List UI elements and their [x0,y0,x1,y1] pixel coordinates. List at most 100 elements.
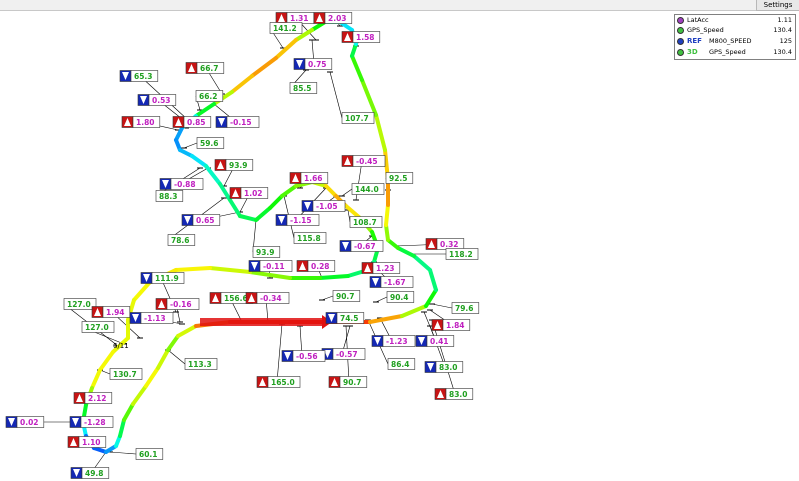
down-triangle-icon [304,202,311,210]
track-segment [92,446,108,454]
annotation-min-16: -0.88 [159,178,204,190]
annotation-max-35: 1.23 [361,262,401,274]
value-label: 141.2 [273,24,297,33]
annotation-max-12: 1.80 [121,116,161,128]
down-triangle-icon [251,262,258,270]
up-triangle-icon [437,390,444,398]
value-box [196,62,225,74]
track-segment [132,280,152,302]
up-triangle-icon [434,321,441,329]
value-box [225,159,254,171]
annotation-max-48: 1.84 [431,319,471,331]
value-box [382,335,416,347]
up-triangle-icon [428,240,435,248]
value-box [307,260,336,272]
up-triangle-icon [70,438,77,446]
value-label: 115.8 [297,234,321,243]
value-box [426,335,455,347]
track-segment [228,198,242,218]
value-box [16,416,45,428]
value-box [130,70,159,82]
annotation-max-58: 165.0 [256,376,301,388]
track-segment [294,28,314,42]
down-triangle-icon [162,180,169,188]
down-triangle-icon [278,216,285,224]
track-map[interactable]: 6/11 1.31141.22.031.580.7585.5107.766.76… [0,11,799,481]
value-box [352,155,386,167]
up-triangle-icon [292,174,299,182]
value-label: -0.45 [356,157,378,166]
value-label: -1.28 [84,418,106,427]
value-label: 130.7 [113,370,137,379]
leader-line [109,451,137,455]
annotation-max-64: 1.10 [67,436,107,448]
annotation-min-10: 0.53 [137,94,177,106]
up-triangle-icon [212,294,219,302]
value-label: 85.5 [293,84,312,93]
track-segment [384,203,390,227]
value-label: 1.02 [244,189,263,198]
value-label: 127.0 [85,323,109,332]
value-box [332,290,361,302]
down-triangle-icon [122,72,129,80]
value-box [183,116,212,128]
value-label: 78.6 [171,236,190,245]
up-triangle-icon [299,262,306,270]
value-box [300,172,329,184]
track-segment [176,324,198,338]
value-label: 90.7 [336,292,355,301]
value-box [293,232,327,244]
annotation-max-34: 0.28 [296,260,336,272]
annotation-min-29: -0.67 [339,240,384,252]
value-box [148,94,177,106]
value-label: 118.2 [449,250,473,259]
track-segment [350,42,358,58]
annotation-min-24: 0.65 [181,214,221,226]
annotation-speed-57: 130.7 [109,368,143,380]
up-triangle-icon [94,308,101,316]
track-segment [122,402,135,422]
down-triangle-icon [140,96,147,104]
value-box [140,312,174,324]
value-label: 2.03 [328,14,347,23]
up-triangle-icon [259,378,266,386]
settings-button[interactable]: Settings [756,0,799,11]
value-box [352,31,381,43]
value-label: 0.02 [20,418,39,427]
annotation-speed-49: 127.0 [81,321,115,333]
value-box [151,272,185,284]
track-segment [268,194,284,210]
value-box [166,298,200,310]
annotation-speed-38: 90.7 [332,290,361,302]
value-box [451,302,480,314]
annotation-min-51: 0.41 [415,335,455,347]
up-triangle-icon [364,264,371,272]
value-label: 1.31 [290,14,309,23]
value-label: 66.7 [200,64,219,73]
annotation-speed-32: 93.9 [252,246,281,258]
value-label: 0.28 [311,262,330,271]
value-box [81,321,115,333]
value-label: 88.3 [159,192,178,201]
annotation-speed-28: 115.8 [293,232,327,244]
value-box [372,262,401,274]
gps-speed-dot-icon [677,26,684,34]
track-segment [174,126,184,142]
annotation-min-37: 111.9 [140,272,185,284]
value-box [226,116,260,128]
track-segment [174,266,212,272]
annotation-min-45: -1.13 [129,312,174,324]
value-box [63,298,97,310]
track-segment [274,38,298,60]
down-triangle-icon [296,60,303,68]
track-segment [218,182,232,202]
leader-line [329,71,343,119]
leader-line [341,188,353,197]
up-triangle-icon [124,118,131,126]
track-segment [194,102,216,118]
up-triangle-icon [232,189,239,197]
annotation-speed-54: 113.3 [184,358,218,370]
leader-line [431,319,456,395]
annotation-max-3: 1.58 [341,31,381,43]
annotation-speed-1: 141.2 [269,22,303,34]
